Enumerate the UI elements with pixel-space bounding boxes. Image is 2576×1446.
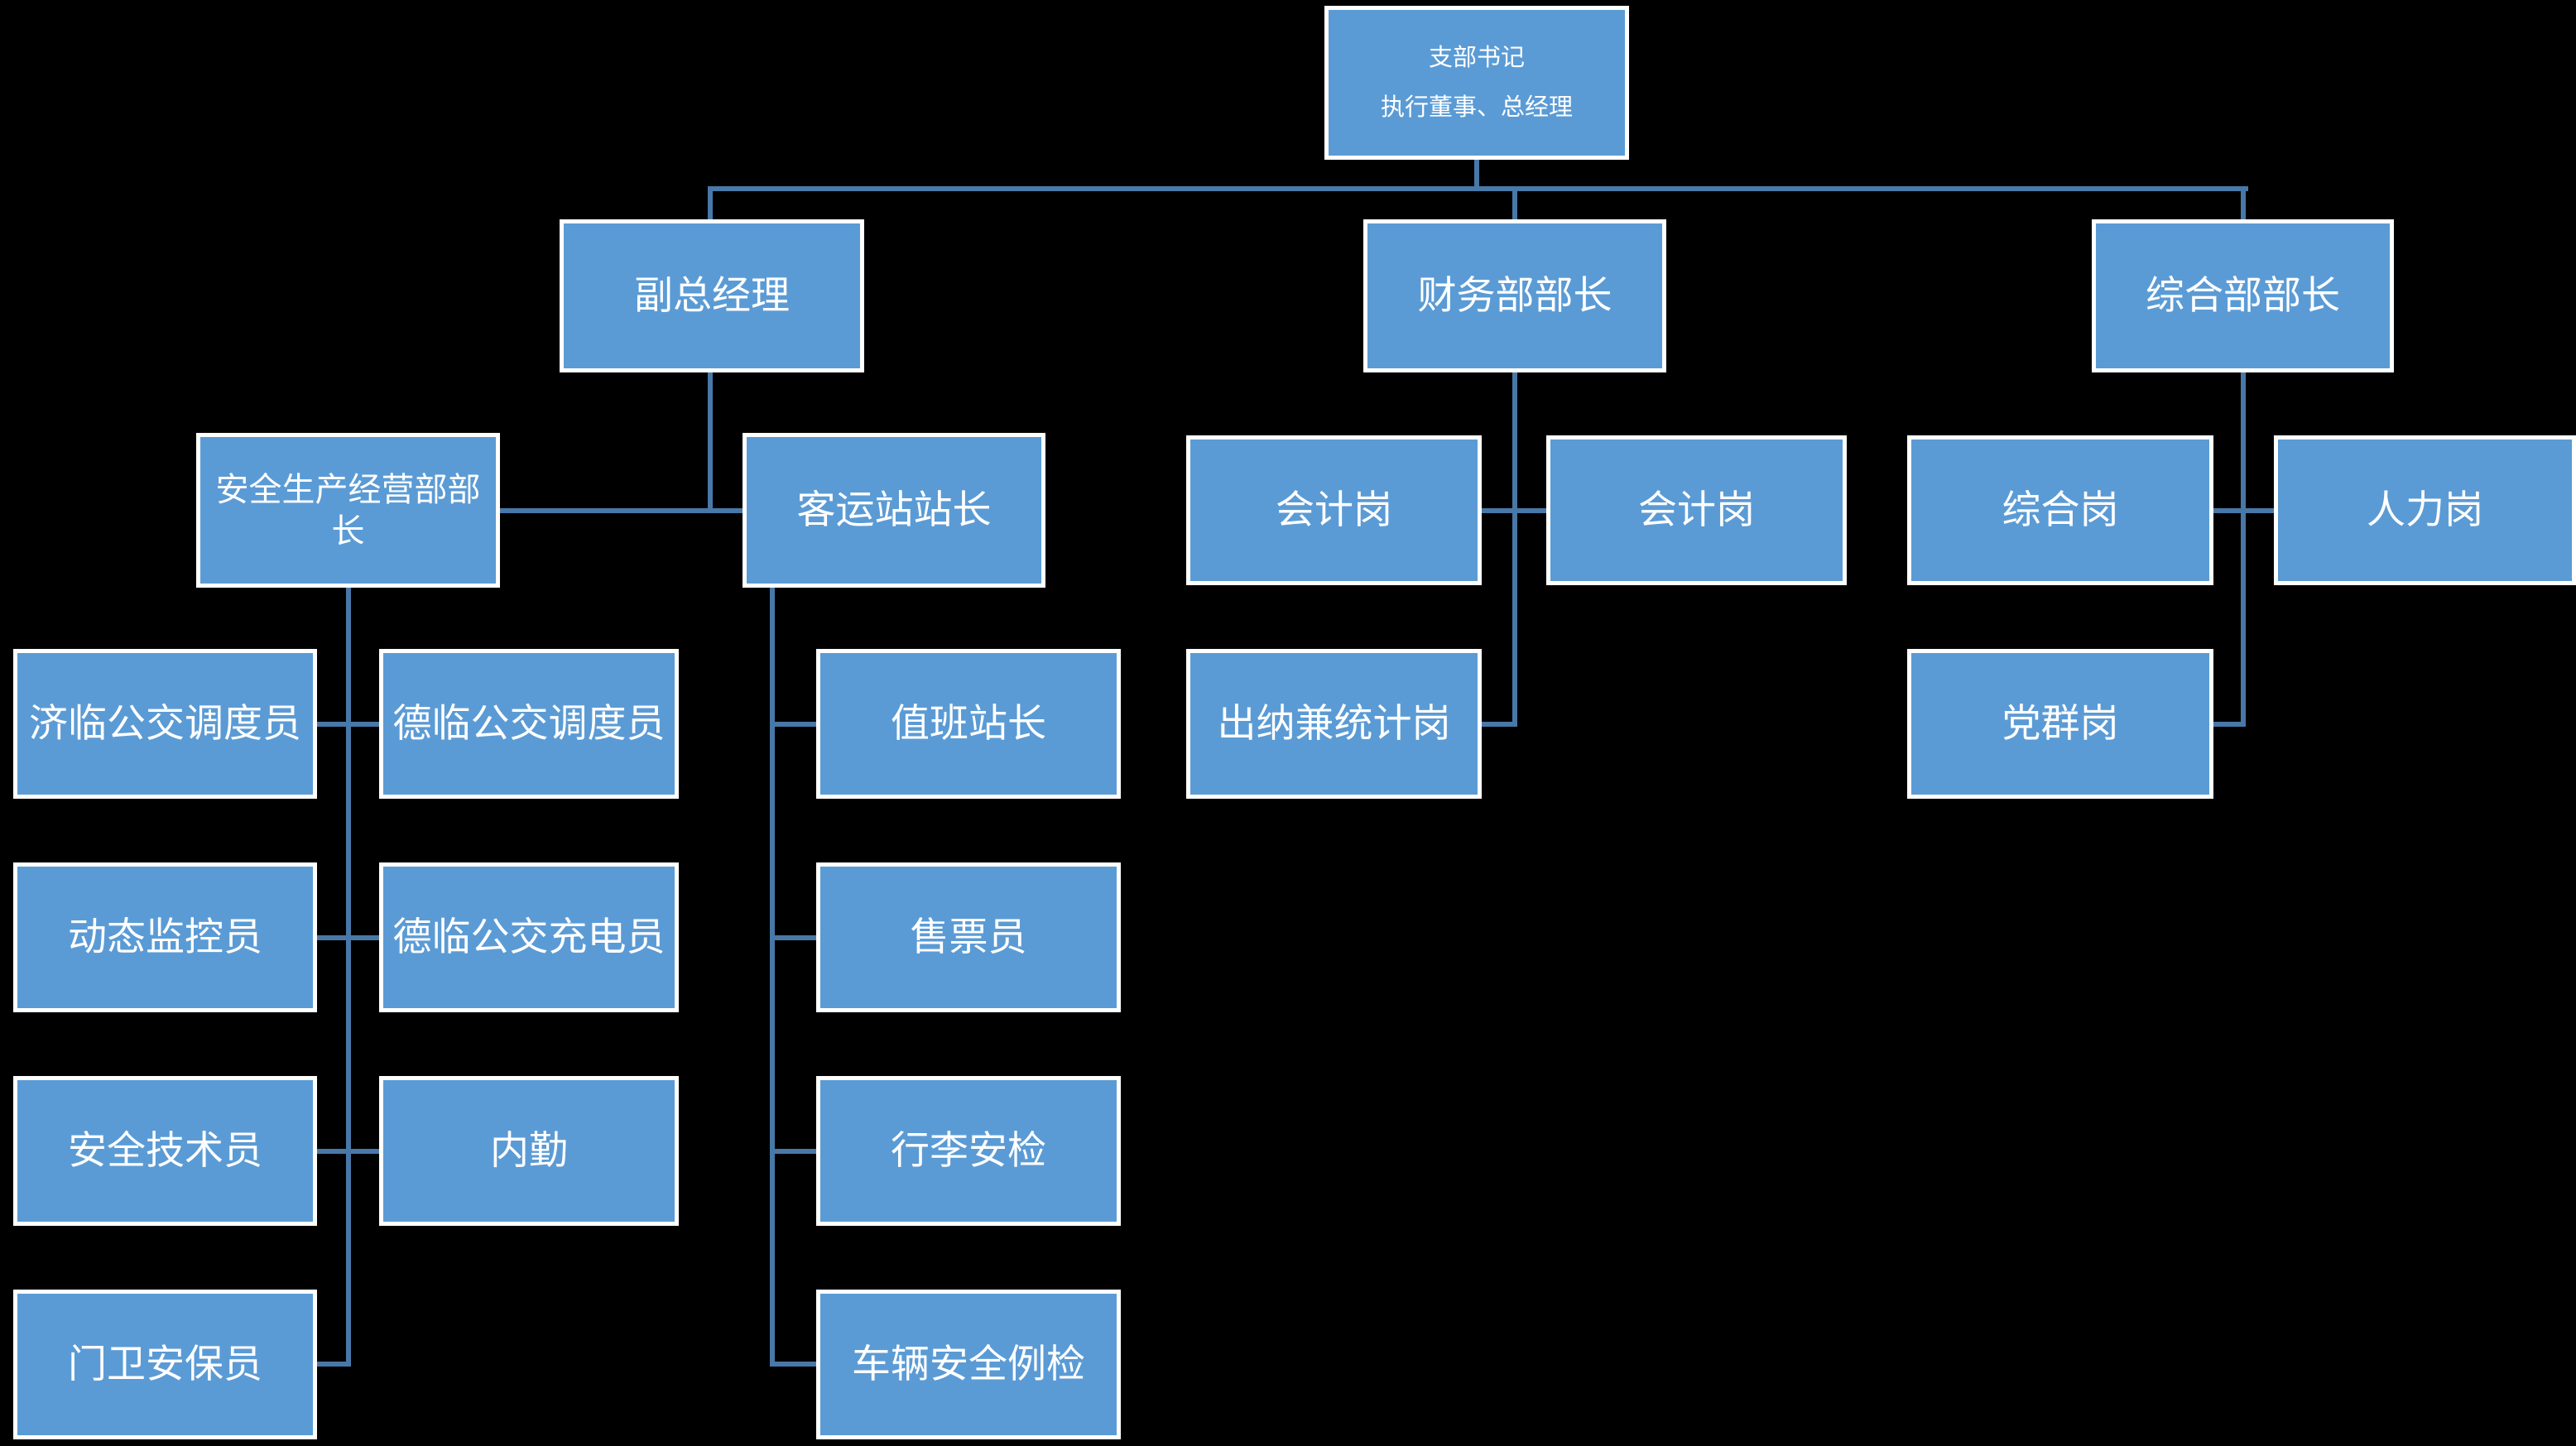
connector-duty-master-stub: [772, 722, 816, 727]
org-node-label: 值班站长: [891, 701, 1046, 746]
connector-crossbar: [710, 186, 2248, 191]
connector-drop-deputy-gm: [708, 186, 713, 219]
connector-accounting-stub: [1482, 508, 1546, 513]
org-node-label: 安全技术员: [68, 1128, 262, 1173]
org-node-accounting-1: 会计岗: [1186, 435, 1482, 585]
org-node-label: 售票员: [910, 915, 1027, 959]
org-node-label: 动态监控员: [68, 915, 262, 959]
org-node-jilin-dispatcher: 济临公交调度员: [13, 649, 317, 799]
org-node-label: 综合岗: [2002, 488, 2119, 532]
org-node-vehicle-safety-check: 车辆安全例检: [816, 1290, 1121, 1439]
connector-luggage-check-stub: [772, 1149, 816, 1154]
org-node-finance-head: 财务部部长: [1363, 219, 1666, 372]
org-node-label: 车辆安全例检: [852, 1342, 1085, 1386]
connector-station-trunk: [770, 588, 775, 1367]
org-node-label: 人力岗: [2367, 488, 2483, 532]
connector-ticket-seller-stub: [772, 935, 816, 940]
connector-gate-guard-stub: [317, 1362, 351, 1367]
org-node-delin-charger: 德临公交充电员: [379, 862, 679, 1012]
org-node-label: 出纳兼统计岗: [1217, 701, 1451, 746]
connector-drop-general-head: [2241, 186, 2246, 219]
org-node-general-post: 综合岗: [1907, 435, 2213, 585]
connector-vehicle-check-stub: [772, 1362, 816, 1367]
connector-dispatcher-stub: [317, 722, 379, 727]
connector-deputy-gm-trunk: [708, 372, 713, 513]
org-node-office-clerk: 内勤: [379, 1076, 679, 1226]
org-node-delin-dispatcher: 德临公交调度员: [379, 649, 679, 799]
org-node-gate-guard: 门卫安保员: [13, 1290, 317, 1439]
org-node-label: 财务部部长: [1417, 273, 1612, 318]
org-node-label: 行李安检: [891, 1128, 1046, 1173]
org-node-party-post: 党群岗: [1907, 649, 2213, 799]
org-node-safety-technician: 安全技术员: [13, 1076, 317, 1226]
org-node-cashier-statistics: 出纳兼统计岗: [1186, 649, 1482, 799]
org-node-label: 党群岗: [2002, 701, 2119, 746]
org-node-luggage-security: 行李安检: [816, 1076, 1121, 1226]
org-node-general-head: 综合部部长: [2092, 219, 2394, 372]
org-node-label: 执行董事、总经理: [1380, 94, 1573, 121]
org-node-ticket-seller: 售票员: [816, 862, 1121, 1012]
org-node-hr-post: 人力岗: [2274, 435, 2576, 585]
org-node-label: 客运站站长: [796, 488, 992, 532]
org-node-label: 德临公交充电员: [392, 915, 666, 959]
org-node-accounting-2: 会计岗: [1546, 435, 1847, 585]
org-node-duty-station-master: 值班站长: [816, 649, 1121, 799]
connector-drop-finance-head: [1512, 186, 1517, 219]
connector-cashier-stub: [1482, 722, 1517, 727]
connector-root-drop: [1474, 160, 1479, 191]
org-node-deputy-gm: 副总经理: [560, 219, 864, 372]
org-node-label: 支部书记: [1428, 44, 1525, 71]
org-node-label: 会计岗: [1638, 488, 1755, 532]
org-node-label: 安全生产经营部部长: [215, 471, 481, 550]
connector-tech-clerk-stub: [317, 1149, 379, 1154]
connector-general-trunk: [2241, 372, 2246, 727]
org-node-label: 内勤: [490, 1128, 568, 1173]
connector-safety-station-link: [500, 508, 743, 513]
org-node-station-master: 客运站站长: [743, 433, 1045, 588]
org-node-label: 门卫安保员: [68, 1342, 262, 1386]
connector-safety-dept-trunk: [346, 588, 351, 1367]
connector-general-hr-stub: [2213, 508, 2274, 513]
org-node-branch-secretary: 支部书记 执行董事、总经理: [1324, 6, 1629, 160]
org-node-label: 济临公交调度员: [29, 701, 301, 746]
connector-monitor-charger-stub: [317, 935, 379, 940]
org-node-dynamic-monitor: 动态监控员: [13, 862, 317, 1012]
org-node-label: 会计岗: [1276, 488, 1392, 532]
org-node-label: 德临公交调度员: [392, 701, 666, 746]
connector-party-stub: [2213, 722, 2246, 727]
connector-finance-trunk: [1512, 372, 1517, 727]
org-node-safety-dept-head: 安全生产经营部部长: [196, 433, 500, 588]
org-node-label: 副总经理: [634, 273, 790, 318]
org-node-label: 综合部部长: [2146, 273, 2340, 318]
